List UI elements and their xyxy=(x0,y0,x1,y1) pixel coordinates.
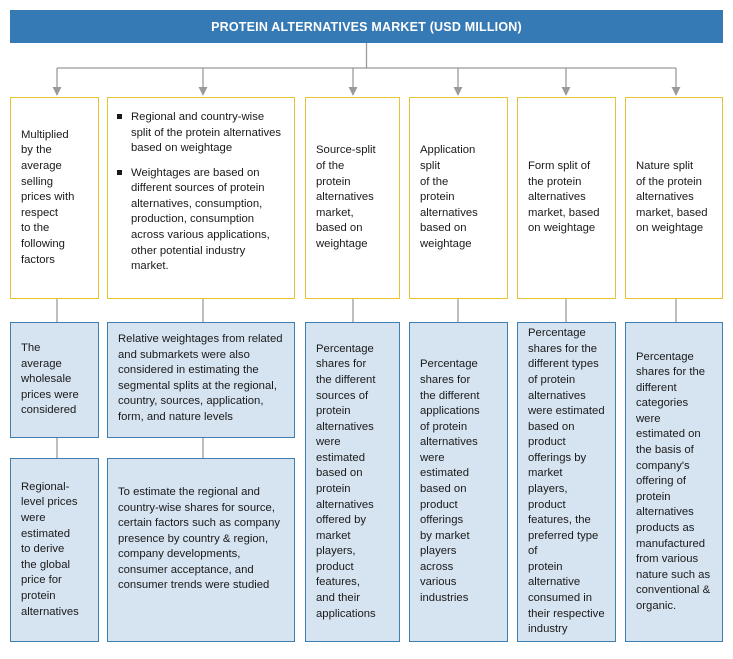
box-regional-factors: To estimate the regional and country-wis… xyxy=(107,458,295,642)
box-nature-shares-text: Percentage shares for the different cate… xyxy=(636,350,711,612)
square-bullet-icon xyxy=(117,169,122,175)
box-source-split: Source-split of the protein alternatives… xyxy=(305,97,400,299)
box-regional-split-bullets: Regional and country-wise split of the p… xyxy=(108,110,294,275)
diagram-title: PROTEIN ALTERNATIVES MARKET (USD MILLION… xyxy=(211,19,522,34)
box-regional-factors-text: To estimate the regional and country-wis… xyxy=(118,486,280,592)
box-pricing-method: Multiplied by the average selling prices… xyxy=(10,97,99,299)
box-pricing-regional: Regional- level prices were estimated to… xyxy=(10,458,99,642)
box-pricing-wholesale-text: The average wholesale prices were consid… xyxy=(21,342,79,417)
box-pricing-wholesale: The average wholesale prices were consid… xyxy=(10,322,99,438)
square-bullet-icon xyxy=(117,114,122,119)
box-source-split-text: Source-split of the protein alternatives… xyxy=(316,144,376,250)
bullet-text: Regional and country-wise split of the p… xyxy=(131,111,282,155)
diagram-title-bar: PROTEIN ALTERNATIVES MARKET (USD MILLION… xyxy=(10,10,723,43)
box-application-shares: Percentage shares for the different appl… xyxy=(409,322,508,642)
box-pricing-regional-text: Regional- level prices were estimated to… xyxy=(21,480,79,618)
box-source-shares: Percentage shares for the different sour… xyxy=(305,322,400,642)
box-regional-split: Regional and country-wise split of the p… xyxy=(107,97,295,299)
box-pricing-method-text: Multiplied by the average selling prices… xyxy=(21,128,75,266)
box-nature-split-text: Nature split of the protein alternatives… xyxy=(636,160,708,235)
box-form-shares-text: Percentage shares for the different type… xyxy=(528,327,605,636)
bullet-item: Weightages are based on different source… xyxy=(116,166,284,275)
box-nature-shares: Percentage shares for the different cate… xyxy=(625,322,723,642)
box-application-shares-text: Percentage shares for the different appl… xyxy=(420,358,480,605)
box-nature-split: Nature split of the protein alternatives… xyxy=(625,97,723,299)
bullet-item: Regional and country-wise split of the p… xyxy=(116,110,284,157)
box-form-split-text: Form split of the protein alternatives m… xyxy=(528,160,600,235)
box-regional-weightages-text: Relative weightages from related and sub… xyxy=(118,333,283,423)
box-form-shares: Percentage shares for the different type… xyxy=(517,322,616,642)
box-source-shares-text: Percentage shares for the different sour… xyxy=(316,342,376,620)
box-form-split: Form split of the protein alternatives m… xyxy=(517,97,616,299)
bullet-text: Weightages are based on different source… xyxy=(131,166,270,273)
box-application-split: Application split of the protein alterna… xyxy=(409,97,508,299)
box-application-split-text: Application split of the protein alterna… xyxy=(420,144,478,250)
box-regional-weightages: Relative weightages from related and sub… xyxy=(107,322,295,438)
